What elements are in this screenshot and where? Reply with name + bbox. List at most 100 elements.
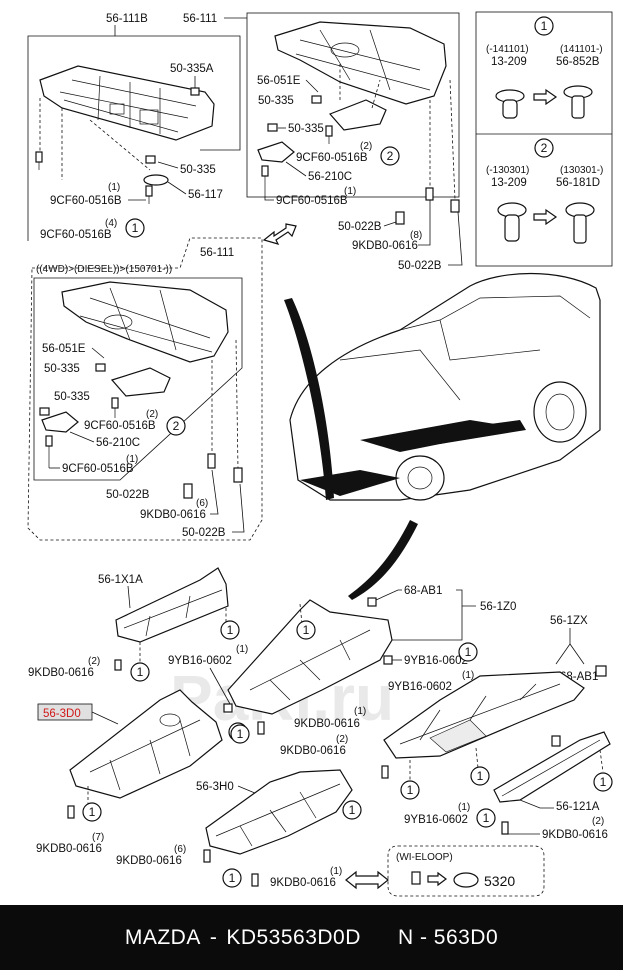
label-56-1zx: 56-1ZX [550, 615, 588, 627]
label-56-111b: 56-111B [106, 13, 148, 25]
shield-56-1x1a-icon [115, 567, 229, 643]
qty-1-i: (1) [458, 802, 470, 813]
label-9kdb0-0616-z2: 9KDB0-0616 [280, 745, 346, 757]
label-5320: 5320 [484, 873, 515, 889]
svg-text:1: 1 [477, 769, 484, 783]
clip-56-852b-icon [563, 85, 593, 119]
qty-1-g: (1) [354, 706, 366, 717]
label-50-022b-c: 50-022B [106, 489, 150, 501]
label-56-210c-mid: 56-210C [96, 437, 140, 449]
label-50-022b-a: 50-022B [338, 221, 382, 233]
label-9kdb0-0616-h2: 9KDB0-0616 [270, 877, 336, 889]
label-50-335-c: 50-335 [288, 123, 324, 135]
svg-text:2: 2 [387, 149, 394, 163]
legend1-left-date: (-141101) [486, 44, 529, 55]
label-68-ab1-a: 68-AB1 [404, 585, 442, 597]
callout-1: 1 [130, 662, 150, 682]
footer-note: N - 563D0 [397, 925, 499, 949]
label-9cf60-0516b-b: 9CF60-0516B [40, 229, 112, 241]
label-9kdb0-0616-top: 9KDB0-0616 [352, 240, 418, 252]
label-50-335-a: 50-335 [180, 164, 216, 176]
callout-1: 1 [342, 800, 362, 820]
svg-text:1: 1 [227, 623, 234, 637]
clip-56-181d-icon [565, 202, 595, 244]
label-50-335-b: 50-335 [258, 95, 294, 107]
bolt-icon [207, 453, 216, 469]
footer-bar: MAZDA - KD53563D0D N - 563D0 [0, 905, 623, 970]
group-56-111-diesel: 56-111 ((4WD)>(DIESEL))>(150701-)) 56-05… [27, 237, 263, 541]
clip-icon [551, 735, 561, 747]
group-56-3d0: 56-3D0 1 1 (7) 9KDB0-0616 [36, 689, 248, 855]
svg-text:1: 1 [89, 805, 96, 819]
bolt-icon [111, 397, 119, 418]
bolt-icon [257, 721, 265, 735]
qty-1-e: (1) [462, 670, 474, 681]
arrow-right-icon [533, 88, 558, 106]
svg-text:1: 1 [229, 871, 236, 885]
bracket-56-117-icon [143, 174, 169, 186]
label-50-335-d: 50-335 [44, 363, 80, 375]
qty-2-e: (2) [592, 816, 604, 827]
bolt-icon [203, 849, 211, 863]
label-56-210c-top: 56-210C [308, 171, 352, 183]
group-56-1z0: 68-AB1 56-1Z0 1 (1) 9YB16-0602 9YB16-060… [168, 585, 516, 744]
footer-spacer [370, 926, 389, 950]
qty-2-a: (2) [360, 141, 372, 152]
svg-text:2: 2 [541, 141, 548, 155]
footer-part-number: KD53563D0D [226, 925, 361, 949]
label-9kdb0-0616-x1: 9KDB0-0616 [28, 667, 94, 679]
legend1-right-part: 56-852B [556, 56, 600, 68]
label-9kdb0-0616-mid: 9KDB0-0616 [140, 509, 206, 521]
clip-50-022b-icon [450, 199, 460, 213]
qty-1-h: (1) [330, 866, 342, 877]
legend-panel: 1 (-141101) 13-209 (141101-) 56-852B 2 (… [475, 11, 613, 267]
label-56-111-top: 56-111 [183, 13, 217, 25]
callout-1: 1 [296, 620, 316, 640]
bolt-icon [67, 805, 75, 819]
bolt-icon [261, 165, 269, 196]
qty-7: (7) [92, 832, 104, 843]
legend-callout-1: 1 [534, 16, 554, 36]
clip-50-022b-icon [233, 467, 243, 483]
group-56-1x1a: 56-1X1A 1 1 (2) 9KDB0-0616 [28, 567, 240, 682]
qty-2-c: (2) [88, 656, 100, 667]
label-50-335a: 50-335A [170, 63, 214, 75]
bolt-icon [114, 659, 122, 671]
callout-2: 2 [380, 146, 400, 166]
bolt-icon [223, 703, 233, 713]
car-illustration [284, 272, 601, 600]
label-9yb16-0602-b: 9YB16-0602 [404, 655, 468, 667]
label-9cf60-0516b-e: 9CF60-0516B [84, 420, 156, 432]
svg-text:1: 1 [541, 19, 548, 33]
legend2-left-part: 13-209 [491, 177, 527, 189]
label-9cf60-0516b-d: 9CF60-0516B [276, 195, 348, 207]
clip-13-209-icon [495, 89, 525, 119]
label-9yb16-0602-c: 9YB16-0602 [388, 681, 452, 693]
qty-6-a: (6) [196, 498, 208, 509]
callout-1: 1 [593, 772, 613, 792]
callout-1: 1 [476, 808, 496, 828]
group-56-3h0: 56-3H0 1 (6) 9KDB0-0616 1 (1) 9KDB0-0616 [116, 769, 389, 890]
legend2-right-date: (130301-) [560, 165, 603, 176]
label-56-111-mid: 56-111 [200, 247, 234, 259]
group-56-111b: 56-111B 50-335A 50-335 56-117 (1 [27, 13, 241, 241]
qty-1-d: (1) [236, 644, 248, 655]
bolt-icon [251, 873, 259, 887]
label-9kdb0-0616-h1: 9KDB0-0616 [116, 855, 182, 867]
label-9yb16-0602-a: 9YB16-0602 [168, 655, 232, 667]
shield-56-3h0-icon [205, 769, 353, 855]
group-56-121a: 1 56-121A (2) 9KDB0-0616 (1) 9YB16-0602 … [404, 731, 613, 841]
callout-1: 1 [125, 218, 145, 238]
shield-56-1z0-icon [227, 599, 393, 715]
label-50-335-e: 50-335 [54, 391, 90, 403]
qty-8: (8) [410, 230, 422, 241]
svg-text:1: 1 [465, 645, 472, 659]
clip-icon [411, 871, 421, 885]
bolt-icon [35, 151, 43, 170]
bolt-icon [425, 187, 434, 201]
grommet-5320-icon [453, 872, 479, 888]
group-wi-eloop: (WI-ELOOP) 5320 [387, 845, 545, 897]
clip-50-022b-icon [183, 483, 193, 499]
svg-text:1: 1 [137, 665, 144, 679]
qty-2-d: (2) [336, 734, 348, 745]
